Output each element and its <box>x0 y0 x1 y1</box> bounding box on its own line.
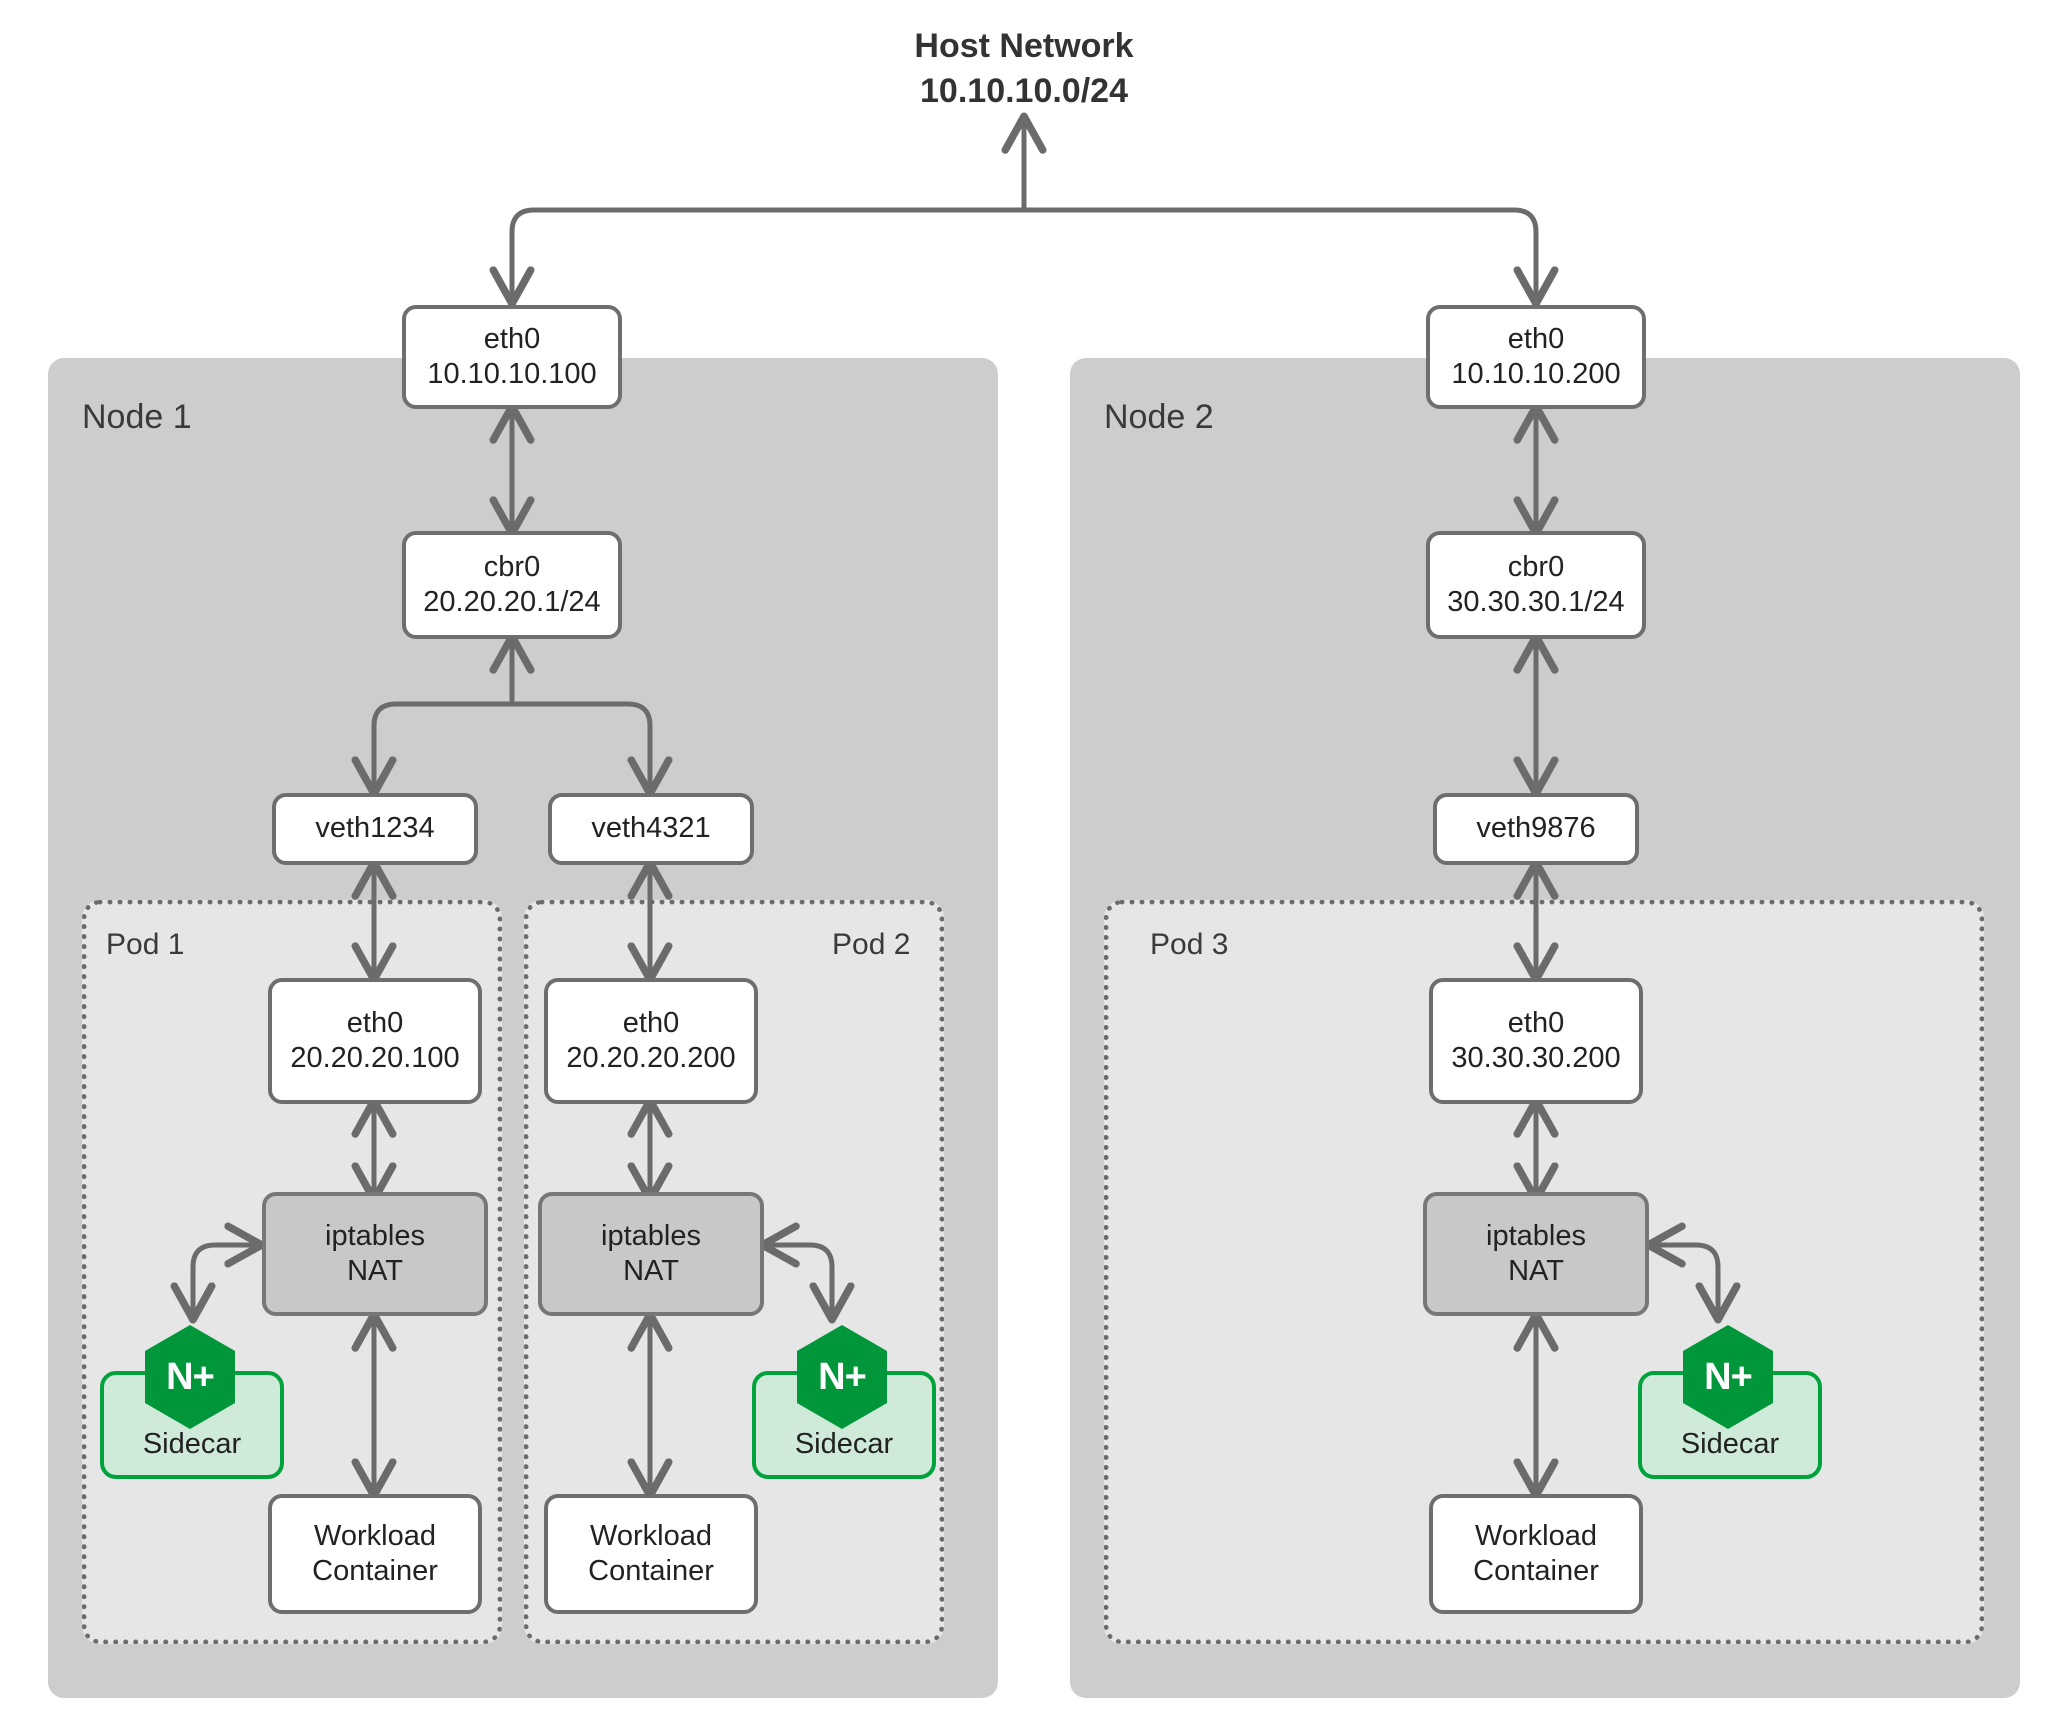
pod-2-iptables-label: iptables <box>601 1219 701 1252</box>
node-2-host-nic-ip: 10.10.10.200 <box>1451 358 1621 390</box>
pod-2-sidecar-label: Sidecar <box>794 1428 894 1460</box>
node-2-bridge-box[interactable]: cbr0 30.30.30.1/24 <box>1426 531 1646 639</box>
pod-3-workload-line1: Workload <box>1475 1519 1597 1552</box>
pod-1-workload-container-box[interactable]: Workload Container <box>268 1494 482 1614</box>
node-1-bridge-cidr: 20.20.20.1/24 <box>423 586 601 618</box>
pod-2-nginx-plus-icon: N+ <box>797 1325 887 1429</box>
pod-3-workload-container-box[interactable]: Workload Container <box>1429 1494 1643 1614</box>
node-2-bridge-name: cbr0 <box>1507 550 1565 583</box>
pod-3-workload-line2: Container <box>1473 1555 1599 1587</box>
pod-2-eth0-name: eth0 <box>622 1006 680 1039</box>
host-network-name: Host Network <box>914 27 1134 65</box>
pod-3-eth0-name: eth0 <box>1507 1006 1565 1039</box>
pod-1-eth0-name: eth0 <box>346 1006 404 1039</box>
pod-3-eth0-box[interactable]: eth0 30.30.30.200 <box>1429 978 1643 1104</box>
pod-1-sidecar-label: Sidecar <box>142 1428 242 1460</box>
node-1-bridge-name: cbr0 <box>483 550 541 583</box>
pod-1-nginx-plus-text: N+ <box>166 1355 215 1398</box>
pod-1-iptables-nat-box[interactable]: iptables NAT <box>262 1192 488 1316</box>
pod-3-nginx-plus-icon: N+ <box>1683 1325 1773 1429</box>
pod-1-eth0-box[interactable]: eth0 20.20.20.100 <box>268 978 482 1104</box>
veth-4321-box[interactable]: veth4321 <box>548 793 754 865</box>
pod-3-iptables-nat-box[interactable]: iptables NAT <box>1423 1192 1649 1316</box>
pod-1-iptables-label: iptables <box>325 1219 425 1252</box>
pod-2-workload-line2: Container <box>588 1555 714 1587</box>
pod-1-workload-line1: Workload <box>314 1519 436 1552</box>
pod-2-workload-line1: Workload <box>590 1519 712 1552</box>
pod-3-eth0-ip: 30.30.30.200 <box>1451 1042 1621 1074</box>
node-1-host-nic-ip: 10.10.10.100 <box>427 358 597 390</box>
node-1-bridge-box[interactable]: cbr0 20.20.20.1/24 <box>402 531 622 639</box>
pod-3-iptables-label: iptables <box>1486 1219 1586 1252</box>
host-network-title: Host Network 10.10.10.0/24 <box>0 24 2048 114</box>
pod-1-nat-label: NAT <box>347 1255 403 1287</box>
pod-3-nginx-plus-text: N+ <box>1704 1355 1753 1398</box>
node-1-host-nic-box[interactable]: eth0 10.10.10.100 <box>402 305 622 409</box>
veth-4321-label: veth4321 <box>591 812 711 845</box>
pod-1-workload-line2: Container <box>312 1555 438 1587</box>
pod-2-eth0-ip: 20.20.20.200 <box>566 1042 736 1074</box>
node-1-host-nic-name: eth0 <box>483 322 541 355</box>
node-2-label: Node 2 <box>1104 398 1214 436</box>
pod-3-nat-label: NAT <box>1508 1255 1564 1287</box>
veth-1234-label: veth1234 <box>315 812 435 845</box>
pod-1-nginx-plus-icon: N+ <box>145 1325 235 1429</box>
veth-1234-box[interactable]: veth1234 <box>272 793 478 865</box>
pod-3-sidecar-label: Sidecar <box>1680 1428 1780 1460</box>
pod-2-label: Pod 2 <box>832 928 911 961</box>
pod-1-eth0-ip: 20.20.20.100 <box>290 1042 460 1074</box>
pod-2-iptables-nat-box[interactable]: iptables NAT <box>538 1192 764 1316</box>
veth-9876-box[interactable]: veth9876 <box>1433 793 1639 865</box>
node-2-host-nic-box[interactable]: eth0 10.10.10.200 <box>1426 305 1646 409</box>
pod-2-nat-label: NAT <box>623 1255 679 1287</box>
pod-2-nginx-plus-text: N+ <box>818 1355 867 1398</box>
veth-9876-label: veth9876 <box>1476 812 1596 845</box>
pod-2-eth0-box[interactable]: eth0 20.20.20.200 <box>544 978 758 1104</box>
node-2-bridge-cidr: 30.30.30.1/24 <box>1447 586 1625 618</box>
pod-2-workload-container-box[interactable]: Workload Container <box>544 1494 758 1614</box>
pod-1-label: Pod 1 <box>106 928 185 961</box>
node-2-host-nic-name: eth0 <box>1507 322 1565 355</box>
pod-3-label: Pod 3 <box>1150 928 1229 961</box>
node-1-label: Node 1 <box>82 398 192 436</box>
host-network-cidr: 10.10.10.0/24 <box>920 71 1128 110</box>
